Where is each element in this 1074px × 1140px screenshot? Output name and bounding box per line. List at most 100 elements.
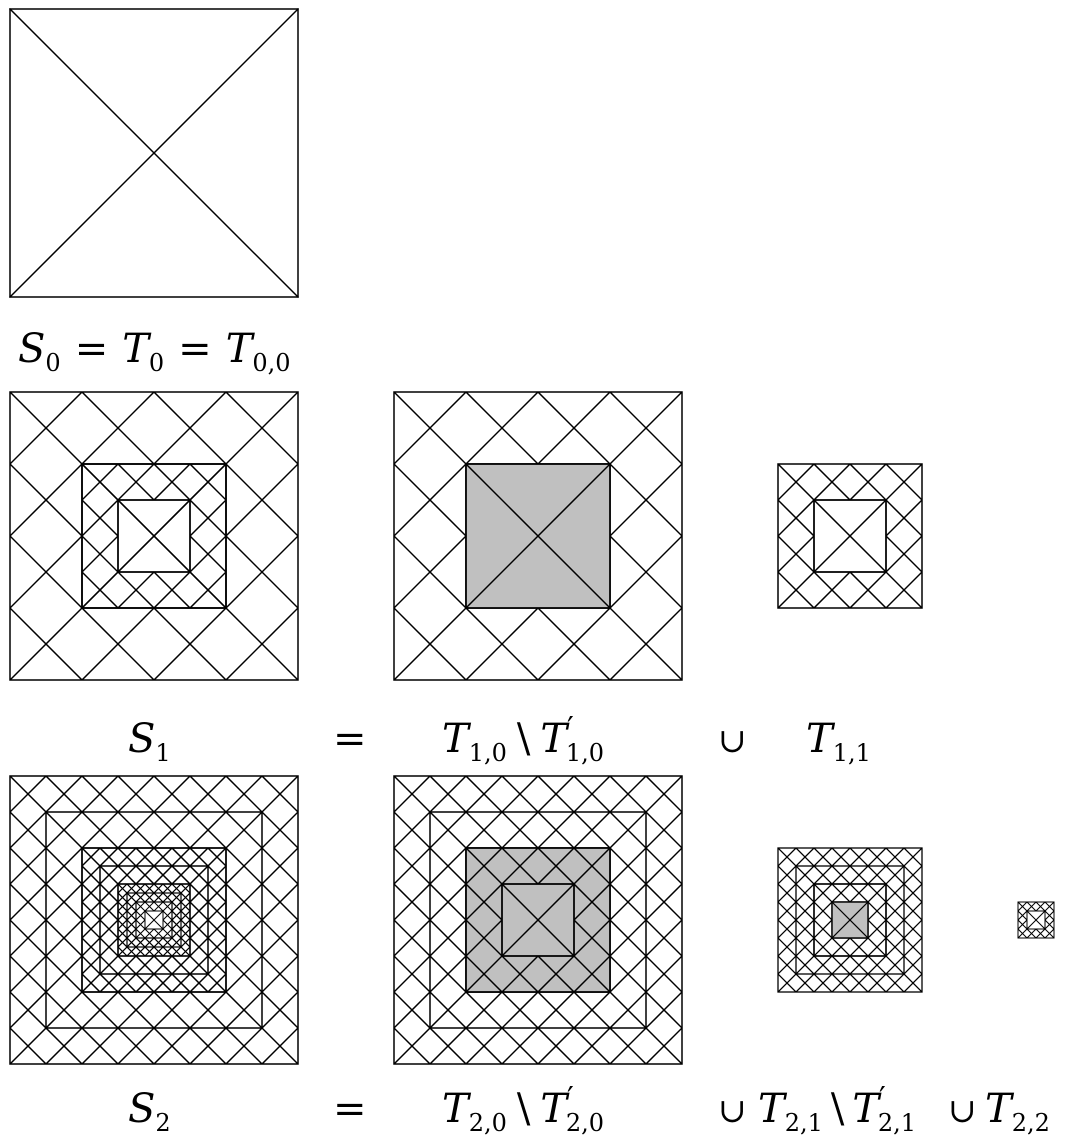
mesh-edge — [394, 776, 576, 1064]
mesh-edge — [922, 884, 994, 956]
mesh-edge — [616, 848, 760, 992]
mesh-edge — [188, 848, 226, 992]
mesh-edge — [572, 848, 610, 992]
mesh-edge — [778, 848, 815, 992]
mesh-edge — [136, 902, 146, 938]
mesh-edge — [118, 884, 128, 956]
label-S0: S0=T0=T0,0 — [18, 326, 291, 377]
mesh-edge — [394, 392, 540, 680]
mesh-edge — [778, 848, 833, 992]
mesh-edge — [244, 884, 316, 956]
mesh-edge — [680, 392, 682, 680]
mesh-edge — [814, 884, 851, 956]
mesh-edge — [153, 884, 190, 956]
mesh-edge — [1018, 902, 1028, 938]
mesh-edge — [10, 392, 156, 680]
mesh-edge — [394, 776, 396, 1064]
mesh-edge — [188, 464, 226, 608]
mesh-edge — [958, 884, 1030, 956]
mesh-edge — [0, 392, 178, 680]
mesh-edge — [136, 902, 146, 938]
mesh-edge — [10, 776, 84, 1064]
mesh-edge — [144, 910, 164, 930]
mesh-edge — [867, 848, 922, 992]
mesh-edge — [898, 392, 1074, 680]
mesh-edge — [188, 776, 298, 1064]
mesh-edge — [898, 776, 1074, 1064]
mesh-edge — [500, 882, 576, 958]
mesh-edge — [82, 464, 120, 608]
mesh-edge — [466, 848, 504, 992]
mesh-edge — [598, 464, 742, 608]
mesh-edge — [10, 776, 192, 1064]
mesh-edge — [10, 776, 156, 1064]
mesh-edge — [136, 902, 155, 938]
mesh-edge — [10, 776, 84, 1064]
mesh-edge — [849, 848, 922, 992]
mesh-square — [465, 463, 611, 609]
mesh-edge — [831, 901, 869, 939]
mesh-edge — [778, 848, 851, 992]
mesh-edge — [1018, 902, 1028, 938]
mesh-edge — [867, 884, 886, 956]
mesh-edge — [849, 884, 886, 956]
mesh-edge — [153, 884, 190, 956]
mesh-edge — [682, 848, 826, 992]
mesh-edge — [572, 776, 682, 1064]
mesh-edge — [0, 848, 10, 992]
mesh-edge — [394, 776, 540, 1064]
mesh-edge — [0, 848, 46, 992]
mesh-edge — [136, 902, 155, 938]
mesh-edge — [82, 848, 156, 992]
mesh-edge — [964, 902, 1000, 938]
mesh-edge — [778, 464, 816, 608]
mesh-edge — [10, 392, 84, 680]
mesh-edge — [754, 776, 1042, 1064]
mesh-edge — [973, 902, 1009, 938]
label-S1: S1 — [128, 716, 171, 767]
mesh-edge — [884, 464, 922, 608]
mesh-edge — [262, 464, 406, 608]
mesh-edge — [848, 464, 922, 608]
diagonal-lattice — [0, 884, 316, 956]
mesh-edge — [162, 902, 172, 938]
mesh-edge — [10, 392, 84, 680]
mesh-edge — [1018, 902, 1019, 938]
mesh-edge — [394, 776, 468, 1064]
mesh-edge — [849, 884, 886, 956]
mesh-edge — [920, 464, 922, 608]
mesh-edge — [217, 884, 289, 956]
mesh-edge — [814, 884, 851, 956]
mesh-edge — [572, 848, 610, 992]
mesh-edge — [235, 884, 307, 956]
mesh-edge — [153, 902, 172, 938]
label-cup-1: ∪ — [718, 721, 747, 761]
mesh-edge — [334, 848, 478, 992]
mesh-edge — [118, 884, 137, 956]
diagonal-lattice — [964, 902, 1054, 938]
mesh-square — [9, 8, 299, 298]
label-T21-minus-T21p: T2,1\T′2,1 — [758, 1081, 916, 1137]
mesh-edge — [1053, 902, 1054, 938]
mesh-edge — [19, 884, 91, 956]
mesh-edge — [82, 848, 120, 992]
mesh-edge — [118, 884, 146, 956]
mesh-edge — [116, 776, 298, 1064]
mesh-edge — [152, 464, 226, 608]
label-T11: T1,1 — [806, 716, 871, 767]
mesh-edge — [0, 464, 10, 608]
mesh-edge — [778, 848, 869, 992]
mesh-edge — [0, 884, 46, 956]
mesh-edge — [298, 464, 442, 608]
label-eq-1: = — [333, 716, 367, 762]
mesh-edge — [920, 464, 922, 608]
mesh-edge — [199, 884, 271, 956]
mesh-edge — [1053, 902, 1054, 938]
mesh-edge — [970, 392, 1074, 680]
mesh-edge — [214, 848, 358, 992]
mesh-edge — [586, 392, 874, 680]
mesh-edge — [848, 464, 922, 608]
mesh-edge — [152, 848, 226, 992]
mesh-edge — [224, 392, 298, 680]
